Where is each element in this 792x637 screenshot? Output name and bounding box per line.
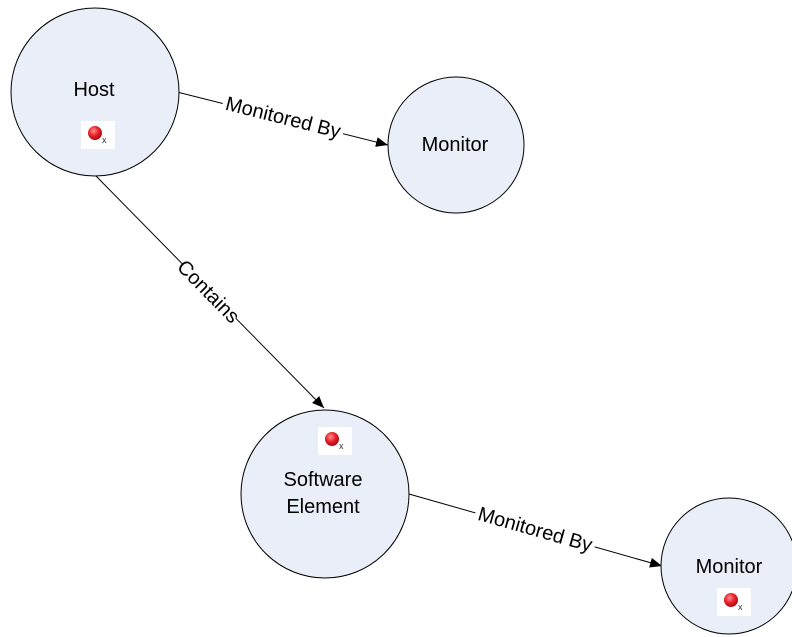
node-label-monitor: Monitor [696,556,763,578]
node-monitor-top[interactable]: Monitor [387,76,525,214]
red-error-dot-icon: x [717,588,751,616]
node-label-host: Host [73,79,115,101]
node-software-element[interactable]: x Software Element [240,409,410,579]
node-label-element: Element [286,496,360,518]
edge-label-monitored-by: Monitored By [475,503,594,556]
red-error-dot-icon: x [318,427,352,455]
node-label-monitor: Monitor [422,134,489,156]
svg-text:x: x [102,135,107,145]
edge-software-monitored-by-monitor[interactable]: Monitored By [408,493,663,568]
node-monitor-bottom[interactable]: Monitor x [660,497,792,635]
svg-text:x: x [738,602,743,612]
edge-label-contains: Contains [172,256,243,328]
node-host[interactable]: Host x [10,7,180,177]
edge-label-monitored-by: Monitored By [223,93,343,143]
red-error-dot-icon: x [81,121,115,149]
node-label-software: Software [284,469,363,491]
edge-host-contains-software-element[interactable]: Contains [94,174,325,409]
edge-host-monitored-by-monitor[interactable]: Monitored By [176,91,389,147]
svg-text:x: x [339,441,344,451]
